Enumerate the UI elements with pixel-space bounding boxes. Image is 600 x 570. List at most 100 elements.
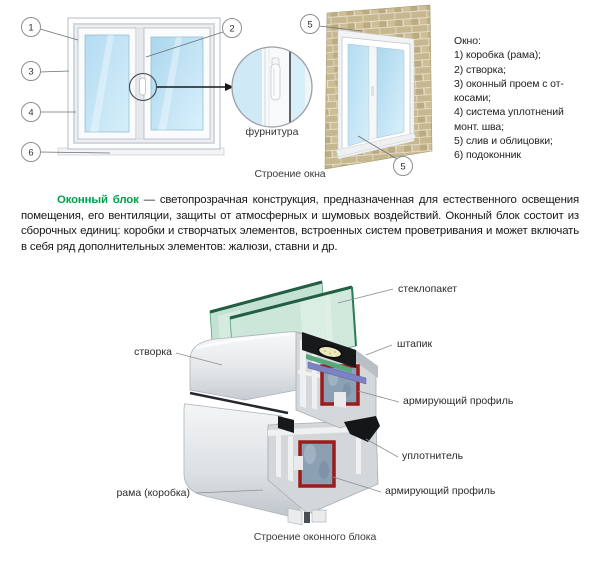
frame-leader: [195, 489, 264, 494]
spacer-dot: [334, 351, 336, 353]
wall-window-sill: [335, 132, 417, 158]
profile-foot-slot: [304, 512, 310, 523]
detail-handle: [270, 63, 281, 101]
list-line: 5) слив и облицовки;: [454, 135, 553, 148]
window-parts-title: Окно:: [454, 35, 481, 47]
left-glass-sheen: [90, 35, 114, 132]
callout-1-line: [39, 28, 79, 41]
spacer-dot: [329, 352, 331, 355]
callout-3-line: [39, 70, 70, 73]
callout-5-bottom-number: 5: [400, 161, 405, 172]
list-line: монт. шва;: [454, 120, 504, 133]
list-line: 4) система уплотнений: [454, 106, 564, 119]
callout-6-line: [39, 151, 111, 154]
callout-5-top-number: 5: [307, 19, 312, 30]
callout-5-bottom: [393, 156, 413, 176]
list-line: 1) коробка (рама);: [454, 49, 541, 62]
detail-edge-right: [305, 47, 312, 127]
frame-body: [183, 403, 301, 518]
sash-tongue: [334, 392, 346, 408]
definition-paragraph: Оконный блок — светопрозрачная конструкц…: [21, 193, 579, 255]
window-front-illustration: [57, 17, 225, 156]
definition-term: Оконный блок: [57, 194, 139, 206]
list-line: 2) створка;: [454, 63, 506, 76]
steel-texture-1: [304, 444, 316, 464]
profile-foot-1: [287, 507, 303, 526]
glass-pane-back-edge: [209, 280, 323, 314]
wall-window-glass-left: [347, 43, 370, 147]
callout-1: [21, 17, 41, 37]
right-glass-sheen: [158, 37, 182, 130]
callout-bubbles: 1 2 3 4 6 5 5: [21, 14, 413, 176]
callout-4-number: 4: [28, 107, 33, 118]
window-handle: [139, 77, 146, 96]
figure-bottom-caption: Строение оконного блока: [253, 531, 377, 543]
seal-gasket-right: [344, 416, 380, 442]
definition-body: — светопрозрачная конструкция, предназна…: [21, 194, 579, 253]
reinforcing-sash-leader: [357, 390, 400, 403]
detail-gap: [289, 47, 291, 127]
reinforcing-sash-label: армирующий профиль: [403, 395, 514, 407]
bead-top-face: [356, 350, 378, 378]
sash-frame-seam: [189, 391, 289, 415]
wall-window-handle: [371, 86, 374, 96]
callout-3-number: 3: [28, 66, 33, 77]
hardware-label: фурнитура: [246, 126, 299, 138]
bead-leader: [365, 344, 393, 356]
callout-1-number: 1: [28, 22, 33, 33]
left-glass: [84, 34, 130, 133]
callout-6: [21, 142, 41, 162]
window-structure-figure: фурнитура 1 2 3 4 6 5 5: [21, 4, 433, 176]
reinforcing-frame-leader: [332, 476, 382, 493]
callout-5-top-line: [318, 25, 363, 32]
glass-pane-front-edge: [229, 285, 353, 320]
seal-label: уплотнитель: [402, 450, 464, 462]
sash-partition-h: [298, 370, 320, 378]
list-line: косами;: [454, 92, 491, 105]
callout-4: [21, 102, 41, 122]
frame-partition-v1: [276, 434, 281, 478]
window-block-structure-figure: стеклопакет штапик армирующий профиль уп…: [116, 280, 514, 526]
callout-5-top: [300, 14, 320, 34]
hardware-groove-strip: [307, 361, 367, 385]
callout-2-number: 2: [229, 23, 234, 34]
callout-6-number: 6: [28, 147, 33, 158]
profile-labels: стеклопакет штапик армирующий профиль уп…: [116, 283, 513, 499]
sash-body: [189, 331, 308, 401]
hardware-detail-content: [232, 47, 312, 127]
figure-top-caption: Строение окна: [254, 168, 326, 180]
spacer-dot: [324, 350, 326, 352]
sash-label: створка: [134, 346, 172, 358]
frame-partition-v3: [356, 430, 361, 474]
callout-3: [21, 61, 41, 81]
list-line: 3) оконный проем с от-: [454, 77, 564, 90]
callout-lines: [39, 25, 398, 160]
sash-leader: [175, 352, 223, 366]
spacer-bar: [317, 345, 343, 359]
frame-partition-v2: [288, 436, 293, 482]
hardware-detail-circle: [231, 46, 313, 128]
window-parts-list: Окно: 1) коробка (рама); 2) створка; 3) …: [454, 34, 588, 163]
handle-highlight-circle: [128, 72, 158, 102]
detail-arrow-head: [225, 83, 234, 91]
detail-glass-left: [232, 47, 262, 127]
glass-unit-leader: [337, 288, 394, 304]
reinforcing-frame-label: армирующий профиль: [385, 485, 496, 497]
detail-circle-outline: [231, 46, 313, 128]
glazing-stack: [302, 332, 367, 385]
glazing-bead-label: штапик: [397, 338, 433, 350]
glass-front-sheen: [300, 294, 333, 347]
seal-leader: [365, 438, 399, 458]
callout-2: [222, 18, 242, 38]
steel-texture-2: [319, 461, 329, 479]
seal-gasket-left: [278, 416, 294, 433]
wall-window-glass-right: [376, 47, 405, 139]
glass-front-right-edge: [351, 286, 357, 347]
list-line: 6) подоконник: [454, 149, 521, 162]
frame-label: рама (коробка): [116, 487, 190, 499]
detail-glass-right: [291, 47, 305, 127]
sash-highlight: [195, 332, 291, 350]
glass-unit-label: стеклопакет: [398, 283, 457, 295]
brick-wall-illustration: [324, 4, 433, 170]
